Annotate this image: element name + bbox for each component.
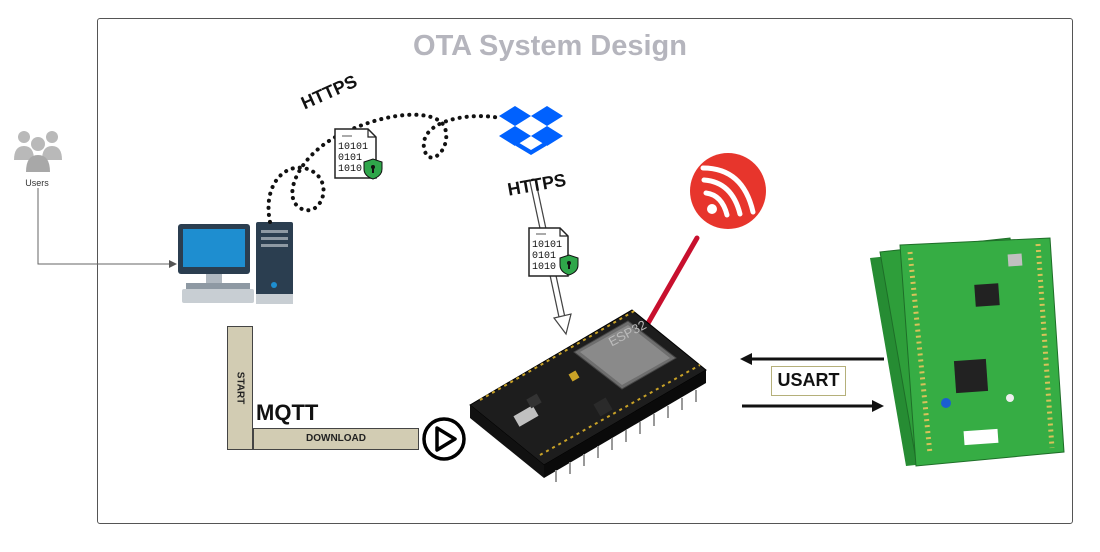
- firmware-file-icon: [334, 128, 383, 180]
- stm32-board: [870, 237, 1065, 467]
- mqtt-label: MQTT: [256, 400, 319, 425]
- mqtt-download-message: DOWNLOAD: [253, 428, 419, 450]
- esp32-antenna: [640, 235, 700, 335]
- firmware-file-line: 1010: [532, 262, 557, 273]
- usart-label: USART: [771, 366, 846, 396]
- firmware-file-line: 0101: [338, 153, 363, 164]
- mqtt-start-text: START: [234, 371, 246, 405]
- firmware-file-line: 10101: [338, 142, 369, 153]
- users-icon: [14, 131, 62, 172]
- users-label: Users: [25, 178, 49, 188]
- play-icon: [422, 417, 466, 461]
- https-upload-path: [266, 112, 502, 224]
- users-connector: [37, 188, 177, 268]
- computer-icon: [178, 222, 293, 304]
- diagram-frame: [97, 18, 1073, 524]
- firmware-file-line: 1010: [338, 164, 363, 175]
- firmware-file-line: 0101: [532, 251, 557, 262]
- firmware-file-text: 10101 0101 1010: [338, 142, 368, 175]
- esp32-board: [469, 309, 707, 482]
- dropbox-icon: [499, 106, 563, 155]
- diagram-title: OTA System Design: [413, 30, 687, 62]
- usart-arrows: [740, 353, 884, 412]
- espressif-logo-icon: [690, 153, 766, 229]
- firmware-file-line: 10101: [532, 240, 563, 251]
- firmware-file-icon: [528, 227, 579, 277]
- mqtt-start-message: START: [227, 326, 253, 450]
- firmware-file-text: 10101 0101 1010: [532, 240, 562, 273]
